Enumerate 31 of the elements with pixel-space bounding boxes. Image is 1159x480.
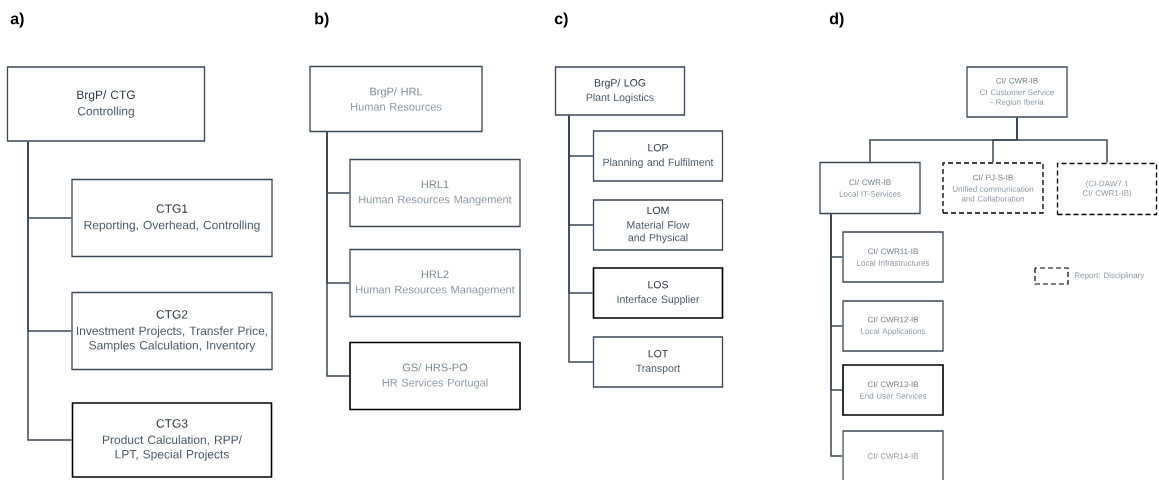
dashed-box: (CI-DAW7.1 CI/ CWR1-IB) [1056, 162, 1158, 216]
connector-line [568, 114, 594, 363]
org-box: CI/ CWR12-IB Local Applications [842, 300, 944, 352]
org-box: CI/ CWR13-IB End User Services [842, 364, 944, 416]
panel-label: c) [554, 12, 568, 28]
org-box: CI/ CWR14-IB [842, 430, 944, 480]
org-box: LOS Interface Supplier [592, 267, 724, 319]
org-box: CI/ CWR-IB Local IT-Services [819, 161, 921, 215]
org-box: CI/ CWR-IB CI Customer Service - Region Iberia [966, 66, 1068, 118]
org-box: LOT Transport [592, 336, 724, 388]
org-box: GS/ HRS-PO HR Services Portugal [349, 341, 521, 411]
org-box: BrgP/ HRL Human Resources [309, 65, 483, 133]
panel-label: a) [10, 12, 24, 28]
legend-text: Report: Disciplinary [1074, 272, 1145, 280]
org-box: BrgP/ CTG Controlling [6, 66, 206, 142]
connector-line [326, 131, 350, 377]
org-box: CTG1 Reporting, Overhead, Controlling [71, 178, 273, 258]
org-box: CTG2 Investment Projects, Transfer Price, Samples Calculation, Inventory [71, 291, 273, 371]
connector-line [27, 140, 73, 441]
connector-line [1016, 116, 1108, 164]
org-box: LOM Material Flow and Physical [592, 199, 724, 251]
panel-label: b) [315, 12, 329, 28]
org-box: HRL2 Human Resources Management [349, 248, 521, 318]
org-box: CI/ CWR11-IB Local Infrastructures [842, 231, 944, 283]
org-box: CTG3 Product Calculation, RPP/ LPT, Special Projects [71, 402, 273, 478]
dashed-box: CI/ PJ-S-IB Unified communication and Collaboration [942, 162, 1044, 214]
connector-line [830, 213, 844, 457]
org-box: BrgP/ LOG Plant Logistics [554, 66, 686, 116]
panel-label: d) [829, 12, 844, 28]
org-box: HRL1 Human Resources Mangement [349, 158, 521, 228]
org-box: LOP Planning and Fulfilment [592, 130, 724, 182]
